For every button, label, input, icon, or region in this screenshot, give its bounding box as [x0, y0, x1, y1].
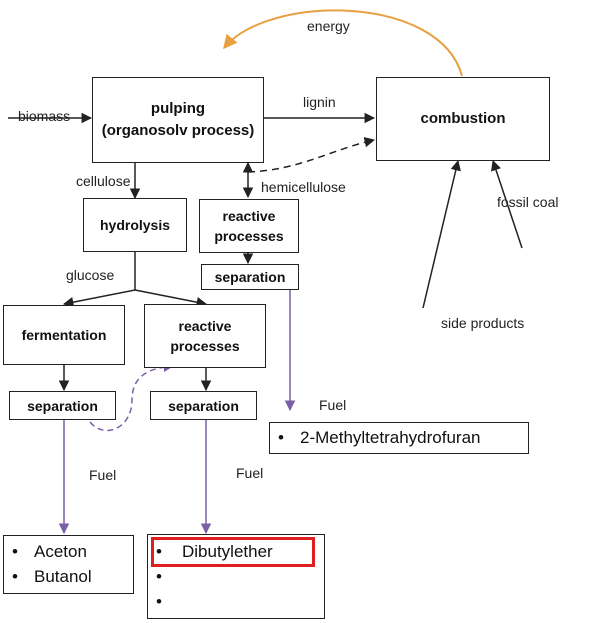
- product-name: Butanol: [34, 567, 92, 586]
- side-stream-dashed-arrow: [89, 361, 175, 432]
- separation-left-box: separation: [9, 391, 116, 420]
- bullet: •: [156, 542, 162, 561]
- separation-top-box: separation: [201, 264, 299, 290]
- fermentation-box: fermentation: [3, 305, 125, 365]
- side-products-label: side products: [441, 315, 525, 331]
- hemicellulose-label: hemicellulose: [261, 179, 346, 195]
- reactive-top-sublabel: processes: [214, 228, 284, 244]
- combustion-label: combustion: [420, 110, 506, 127]
- fuel-right-label: Fuel: [236, 465, 264, 481]
- product-name: Aceton: [34, 542, 87, 561]
- separation-right-box: separation: [150, 391, 257, 420]
- hemicellulose-dashed-arrow: [247, 136, 376, 173]
- pulping-sublabel: (organosolv process): [101, 122, 255, 139]
- biomass-label: biomass: [18, 108, 71, 124]
- product-item: • Butanol: [4, 564, 133, 589]
- product-item: • Dibutylether: [148, 539, 324, 564]
- reactive-bottom-sublabel: processes: [170, 338, 240, 354]
- glucose-label: glucose: [66, 267, 115, 283]
- bullet: •: [278, 428, 284, 447]
- product-name: Dibutylether: [182, 542, 273, 561]
- fermentation-label: fermentation: [21, 327, 107, 343]
- glucose-to-reactive-arrow: [134, 289, 208, 308]
- abe-product-box: • Aceton • Butanol: [3, 535, 134, 594]
- combustion-box: combustion: [376, 77, 550, 161]
- pulping-box: pulping (organosolv process): [92, 77, 264, 163]
- glucose-to-fermentation-arrow: [62, 289, 136, 308]
- product-item: •: [148, 589, 324, 614]
- separation-right-label: separation: [168, 397, 239, 414]
- reactive-top-label: reactive: [222, 208, 276, 224]
- reactive-processes-top-box: reactive processes: [199, 199, 299, 253]
- reactive-processes-bottom-box: reactive processes: [144, 304, 266, 368]
- separation-left-label: separation: [27, 397, 98, 414]
- dibutylether-highlight: [151, 537, 315, 567]
- fuel-top-label: Fuel: [319, 397, 347, 413]
- product-item: • 2-Methyltetrahydrofuran: [270, 425, 528, 450]
- reactive-bottom-label: reactive: [178, 318, 232, 334]
- fossil-coal-arrow: [491, 160, 523, 249]
- bullet: •: [12, 542, 18, 561]
- product-item: • Aceton: [4, 539, 133, 564]
- lignin-label: lignin: [303, 94, 336, 110]
- energy-label: energy: [307, 18, 350, 34]
- hydrolysis-box: hydrolysis: [83, 198, 187, 252]
- product-name: 2-Methyltetrahydrofuran: [300, 428, 481, 447]
- mthf-product-box: • 2-Methyltetrahydrofuran: [269, 422, 529, 454]
- bullet: •: [12, 567, 18, 586]
- product-item: •: [148, 564, 324, 589]
- pulping-label: pulping: [150, 100, 206, 117]
- bullet: •: [156, 592, 162, 611]
- separation-top-label: separation: [214, 269, 286, 285]
- hydrolysis-label: hydrolysis: [99, 217, 171, 233]
- energy-arrow: [223, 9, 463, 77]
- ether-product-box: • Dibutylether • •: [147, 534, 325, 619]
- side-products-arrow: [422, 159, 461, 309]
- bullet: •: [156, 567, 162, 586]
- cellulose-label: cellulose: [76, 173, 131, 189]
- fossil-coal-label: fossil coal: [497, 194, 559, 210]
- fuel-left-label: Fuel: [89, 467, 117, 483]
